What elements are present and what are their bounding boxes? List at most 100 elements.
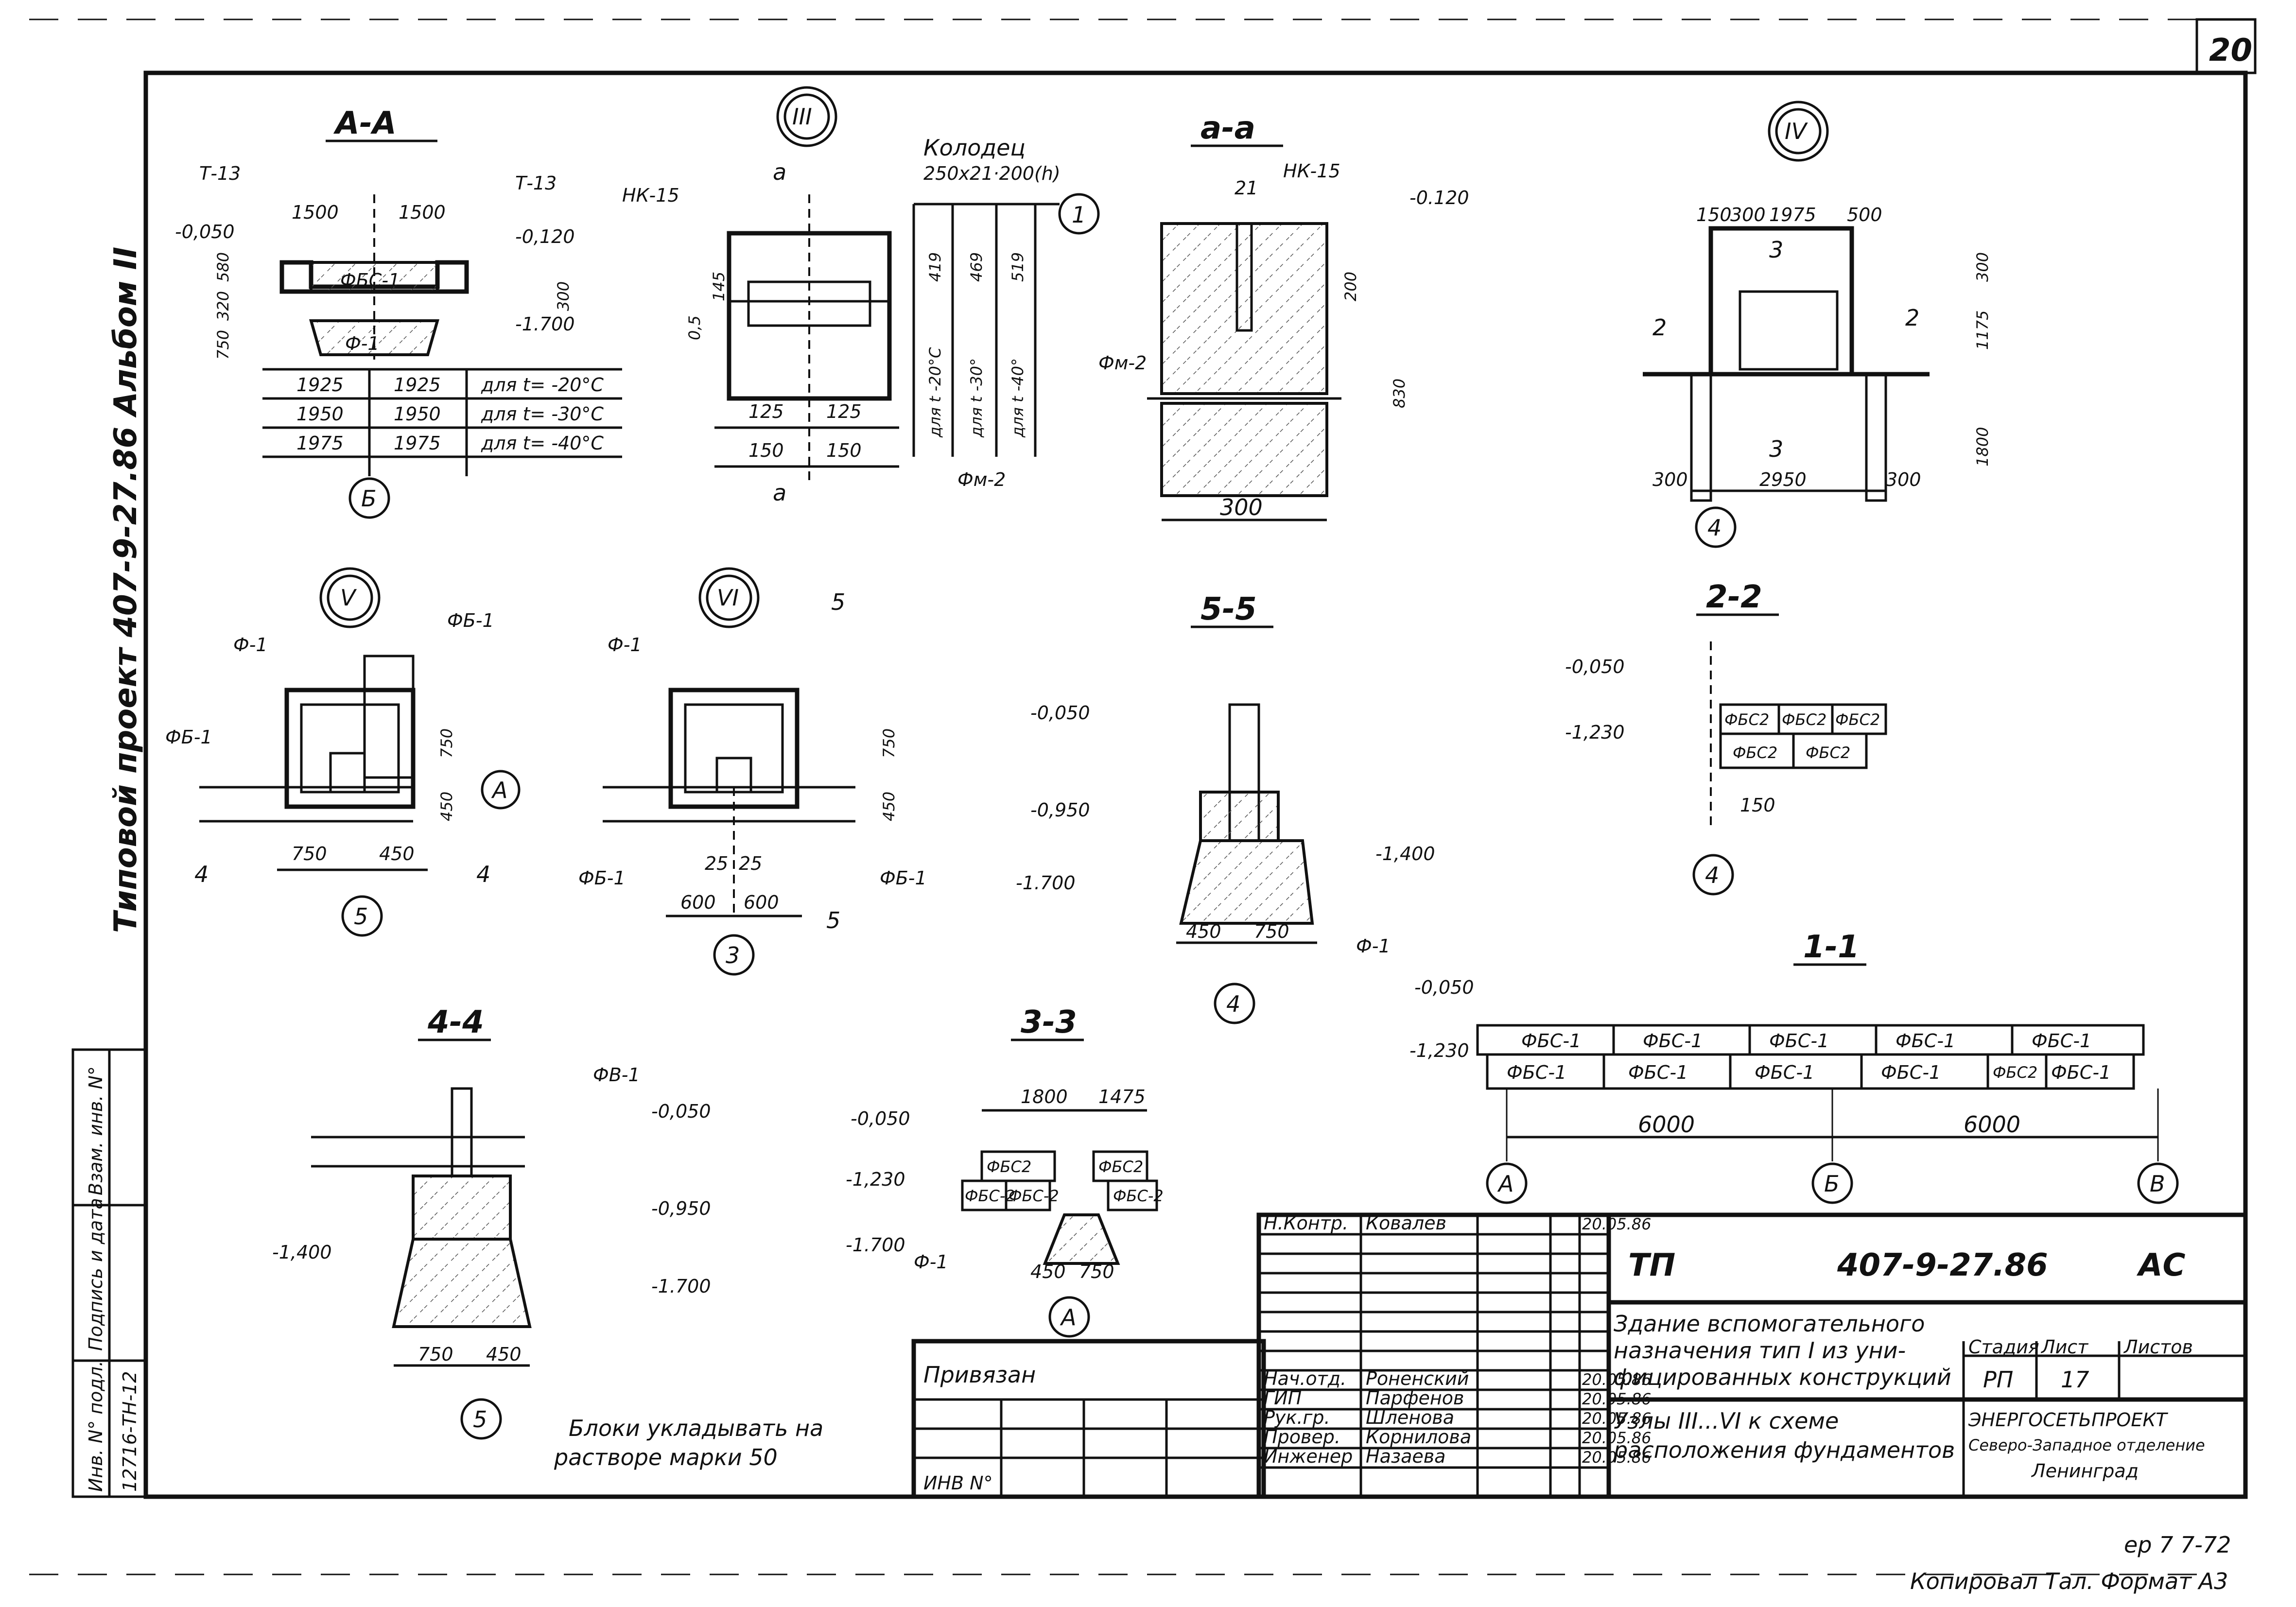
tb-code: 407-9-27.86 xyxy=(1837,1247,2048,1283)
section-5-5: 5-5 -0,050 -0,950 -1.700 -1,400 450 750 … xyxy=(1016,591,1435,1024)
n4-dim-bottom: 300 xyxy=(1652,469,1688,490)
aa-dim-580: 580 xyxy=(214,252,232,282)
aa-dim-750: 750 xyxy=(214,330,232,360)
s44-axis: 5 xyxy=(473,1406,487,1433)
s11-axis: В xyxy=(2150,1171,2165,1197)
s33-axis: А xyxy=(1060,1304,1076,1331)
a-a-nk-label: НК-15 xyxy=(1283,160,1340,182)
n4-axis: 4 xyxy=(1707,515,1722,541)
tb-stage: РП xyxy=(1983,1366,2013,1393)
bottom-note: Копировал Тал. Формат А3 xyxy=(1910,1568,2228,1594)
view-aa: А-А Т-13 Т-13 -0,050 -0,120 -1.700 1500 … xyxy=(175,105,622,519)
aa-table-cell: 1950 xyxy=(394,403,441,425)
s22-level: -1,230 xyxy=(1565,722,1625,743)
s11-block-bottom: ФБС-1 xyxy=(1628,1062,1688,1083)
n6-f1-label: Ф-1 xyxy=(608,634,642,656)
n5-dim-bottom-450: 450 xyxy=(379,843,415,864)
tb-date: 20.05.86 xyxy=(1582,1370,1652,1389)
n6-fb1-right: ФБ-1 xyxy=(880,867,927,889)
n3-mark-1: 1 xyxy=(1072,202,1086,228)
s33-block: ФБС2 xyxy=(1098,1158,1143,1176)
aa-dim-1500-left: 1500 xyxy=(292,202,339,223)
n4-dim-bottom: 2950 xyxy=(1759,469,1807,490)
n5-fb1-top: ФБ-1 xyxy=(447,610,494,631)
s11-block-bottom: ФБС-1 xyxy=(2051,1062,2111,1083)
s33-block: ФБС-2 xyxy=(965,1187,1015,1205)
tb-sheet-header: Лист xyxy=(2040,1336,2089,1358)
a-a-level: -0.120 xyxy=(1409,187,1469,208)
node-4: IV 150 300 1975 500 3 2 2 300 1175 1800 … xyxy=(1643,101,1992,548)
corner-scribble: ер 7 7-72 xyxy=(2124,1532,2231,1558)
aa-dim-300: 300 xyxy=(554,281,573,311)
strip-label-replace: Взам. инв. N° xyxy=(85,1066,106,1195)
tb-ac: АС xyxy=(2136,1247,2186,1283)
s33-block: ФБС-2 xyxy=(1009,1187,1059,1205)
tb-role: Н.Контр. xyxy=(1264,1212,1348,1234)
n4-section-2-left: 2 xyxy=(1652,314,1667,341)
sheet-number: 20 xyxy=(2209,33,2252,69)
note-line-1: Блоки укладывать на xyxy=(569,1415,823,1441)
node-5: V ФБ-1 Ф-1 ФБ-1 750 450 А 750 450 5 4 4 xyxy=(165,567,521,937)
s55-level: -0,950 xyxy=(1030,799,1090,821)
s44-title: 4-4 xyxy=(427,1004,484,1040)
n5-axis-5: 5 xyxy=(354,903,368,930)
n3-dim-125-left: 125 xyxy=(748,401,784,422)
s22-block: ФБС2 xyxy=(1835,710,1880,729)
s11-block-bottom: ФБС2 xyxy=(1993,1063,2037,1082)
n6-dim-25: 25 xyxy=(705,853,728,874)
mortar-note: Блоки укладывать на растворе марки 50 xyxy=(554,1415,823,1470)
s11-block-top: ФБС-1 xyxy=(2032,1030,2091,1052)
aa-table-cell: 1975 xyxy=(296,432,344,454)
s33-f1-label: Ф-1 xyxy=(914,1251,948,1273)
n5-fb1-left: ФБ-1 xyxy=(165,726,212,748)
tb-title-line: назначения тип I из уни- xyxy=(1614,1337,1906,1364)
s33-block: ФБС2 xyxy=(987,1158,1031,1176)
s22-dim-150: 150 xyxy=(1740,795,1775,816)
n3-temp: для t -20°С xyxy=(926,347,944,438)
section-3-3: 3-3 1800 1475 -0,050 -1,230 -1.700 ФБС2 … xyxy=(846,1004,1164,1338)
n6-fb1-left: ФБ-1 xyxy=(578,867,626,889)
n3-temp: для t -30° xyxy=(967,358,986,438)
tb-role: Провер. xyxy=(1264,1426,1340,1448)
n5-dim-450: 450 xyxy=(437,792,456,821)
s55-level: -0,050 xyxy=(1030,702,1090,724)
n4-section-2-right: 2 xyxy=(1905,305,1919,331)
s33-level: -1,230 xyxy=(846,1169,905,1190)
s33-dim-bottom: 750 xyxy=(1079,1261,1114,1282)
s33-title: 3-3 xyxy=(1021,1004,1077,1040)
n3-dim-05: 0,5 xyxy=(685,315,704,340)
n3-roman: III xyxy=(792,104,812,130)
tb-sheet-title-line: расположения фундаментов xyxy=(1613,1437,1955,1463)
tb-sheets-header: Листов xyxy=(2123,1336,2193,1358)
aa-fbs-label: ФБС-1 xyxy=(340,270,400,291)
tb-tied: Привязан xyxy=(923,1362,1036,1388)
n3-dim-150-left: 150 xyxy=(748,440,784,461)
tb-date: 20.05.86 xyxy=(1582,1448,1652,1467)
n5-axis-a: А xyxy=(491,777,507,803)
s55-title: 5-5 xyxy=(1200,591,1257,627)
tb-org-line: Северо-Западное отделение xyxy=(1968,1436,2205,1454)
n4-dim-1175: 1175 xyxy=(1973,311,1992,350)
aa-t13-left: Т-13 xyxy=(199,163,241,184)
n3-nk-label: НК-15 xyxy=(622,185,679,206)
s22-block: ФБС2 xyxy=(1724,710,1769,729)
n4-dim-top: 150 xyxy=(1696,204,1732,225)
aa-table-cell: 1925 xyxy=(394,374,441,396)
n6-section-5-bottom: 5 xyxy=(826,907,840,933)
a-a-title: а-а xyxy=(1200,110,1255,146)
n4-section-3-top: 3 xyxy=(1769,237,1783,263)
section-4-4: 4-4 ФВ-1 -0,050 -0,950 -1,400 -1.700 750… xyxy=(272,1004,711,1440)
aa-table-cell: для t= -40°С xyxy=(481,432,604,454)
s11-span: 6000 xyxy=(1964,1111,2020,1138)
side-label: Типовой проект 407-9-27.86 Альбом II xyxy=(108,247,144,933)
s22-axis: 4 xyxy=(1705,862,1719,888)
n5-section-4-left: 4 xyxy=(194,861,209,887)
tb-inv: ИНВ N° xyxy=(923,1472,993,1494)
s33-dim-top: 1800 xyxy=(1021,1086,1068,1107)
tb-name: Корнилова xyxy=(1366,1426,1471,1448)
n6-section-5-top: 5 xyxy=(831,589,845,615)
tb-name: Парфенов xyxy=(1366,1387,1464,1409)
s55-dim: 750 xyxy=(1254,921,1289,942)
s11-axis: А xyxy=(1497,1171,1513,1197)
